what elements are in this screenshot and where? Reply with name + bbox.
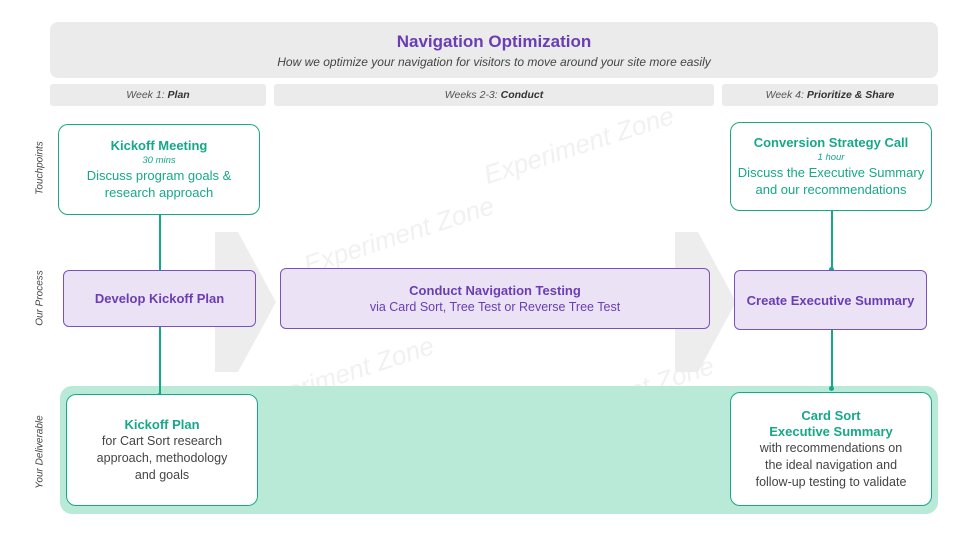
card-text: follow-up testing to validate: [755, 474, 907, 489]
card-duration: 30 mins: [142, 155, 176, 166]
process-title: Conduct Navigation Testing: [409, 283, 581, 298]
strategy-call-card: Conversion Strategy Call 1 hour Discuss …: [730, 122, 932, 211]
connector-line: [831, 211, 833, 270]
week-label: Week 1:: [126, 89, 165, 101]
card-title: Executive Summary: [769, 423, 893, 439]
week-2-3-bar: Weeks 2-3: Conduct: [274, 84, 714, 106]
process-subtitle: via Card Sort, Tree Test or Reverse Tree…: [369, 300, 621, 314]
week-phase: Plan: [167, 89, 190, 101]
week-4-bar: Week 4: Prioritize & Share: [722, 84, 938, 106]
week-label: Week 4:: [765, 89, 804, 101]
page-title: Navigation Optimization: [396, 32, 592, 51]
develop-kickoff-plan-box: Develop Kickoff Plan: [63, 270, 256, 327]
page-subtitle: How we optimize your navigation for visi…: [277, 55, 711, 69]
connector-dot: [829, 267, 834, 272]
kickoff-plan-card: Kickoff Plan for Cart Sort research appr…: [66, 394, 258, 506]
card-text: and our recommendations: [755, 182, 907, 197]
week-1-bar: Week 1: Plan: [50, 84, 266, 106]
create-summary-box: Create Executive Summary: [734, 270, 927, 330]
process-title: Create Executive Summary: [746, 292, 915, 308]
card-text: with recommendations on: [759, 440, 903, 455]
connector-line: [159, 214, 161, 270]
connector-line: [159, 327, 161, 395]
card-duration: 1 hour: [817, 152, 845, 163]
card-title: Kickoff Plan: [124, 416, 200, 432]
process-title: Develop Kickoff Plan: [94, 291, 225, 306]
watermark: Experiment Zone: [480, 100, 678, 190]
card-title: Conversion Strategy Call: [753, 135, 909, 150]
card-text: Discuss program goals &: [86, 168, 232, 183]
connector-line: [831, 330, 833, 388]
card-title: Kickoff Meeting: [110, 138, 208, 153]
executive-summary-card: Card Sort Executive Summary with recomme…: [730, 392, 932, 506]
week-label: Weeks 2-3:: [444, 89, 498, 101]
card-text: Discuss the Executive Summary: [737, 165, 925, 180]
card-text: approach, methodology: [96, 450, 228, 465]
connector-dot: [829, 386, 834, 391]
week-phase: Conduct: [500, 89, 544, 101]
card-text: research approach: [104, 185, 214, 200]
card-text: for Cart Sort research: [101, 433, 223, 448]
header-banner: Navigation Optimization How we optimize …: [50, 22, 938, 78]
kickoff-meeting-card: Kickoff Meeting 30 mins Discuss program …: [58, 124, 260, 215]
card-text: and goals: [134, 467, 190, 482]
card-title: Card Sort: [801, 407, 861, 423]
week-phase: Prioritize & Share: [806, 89, 895, 101]
card-text: the ideal navigation and: [764, 457, 898, 472]
conduct-testing-box: Conduct Navigation Testing via Card Sort…: [280, 268, 710, 329]
